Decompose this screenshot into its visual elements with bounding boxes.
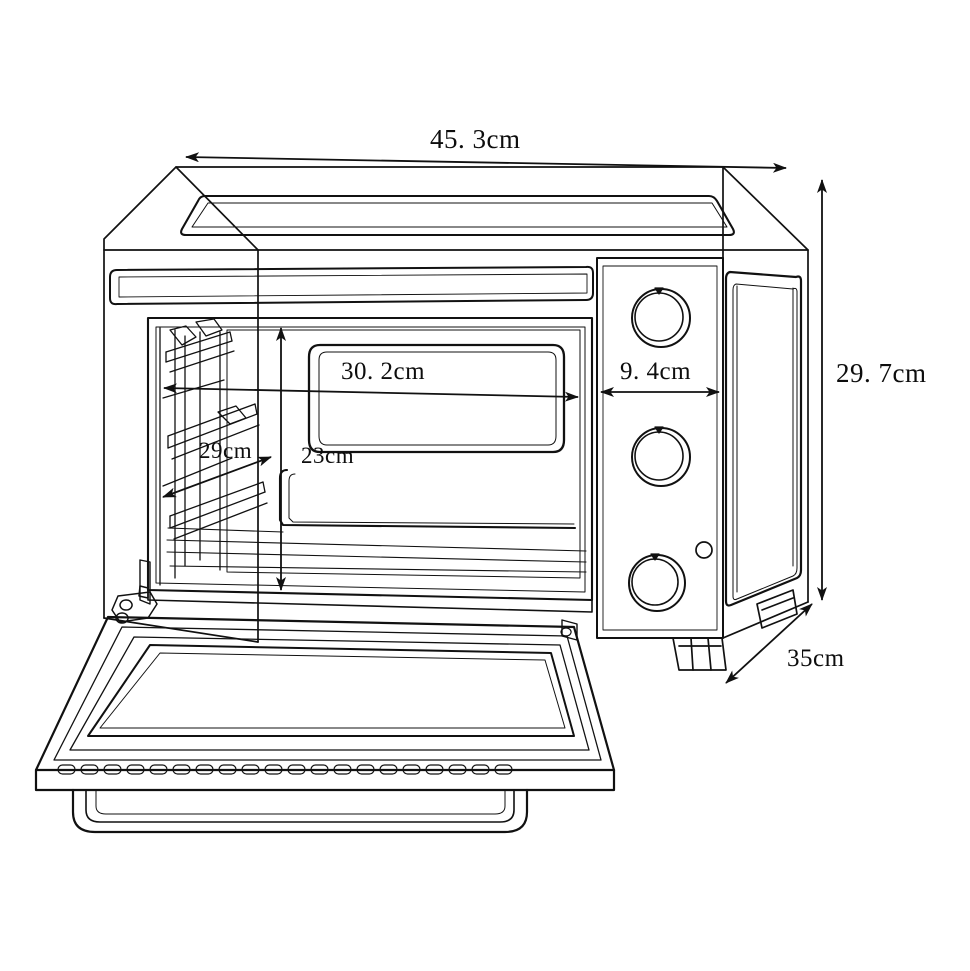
dimension-label-overall-width: 45. 3cm [430,124,521,154]
cavity-front-lip [147,589,593,613]
oven-door[interactable] [34,615,616,834]
dimension-label-cavity-height: 23cm [301,443,355,468]
top-panel [103,166,809,259]
arrow-overall-depth [725,603,813,684]
arrow-cavity-depth [162,456,272,498]
dimension-label-cavity-depth: 29cm [199,438,253,463]
door-vent-slots [57,764,513,775]
door-handle[interactable] [71,788,529,834]
dimension-arrows [162,152,827,684]
arrow-cavity-width [163,383,579,402]
temperature-knob[interactable] [631,426,691,487]
function-knob[interactable] [628,553,686,612]
front-trim-strip [109,265,594,306]
dimension-label-cavity-width: 30. 2cm [341,358,426,385]
door-window [87,644,575,737]
dimension-label-overall-depth: 35cm [787,645,845,672]
power-indicator-light [695,541,713,559]
arrow-overall-width [185,152,787,173]
timer-knob[interactable] [631,287,691,348]
dimension-label-overall-height: 29. 7cm [836,358,927,388]
side-panel [724,270,803,607]
dimension-label-control-panel-width: 9. 4cm [620,358,692,385]
control-panel [596,257,724,639]
